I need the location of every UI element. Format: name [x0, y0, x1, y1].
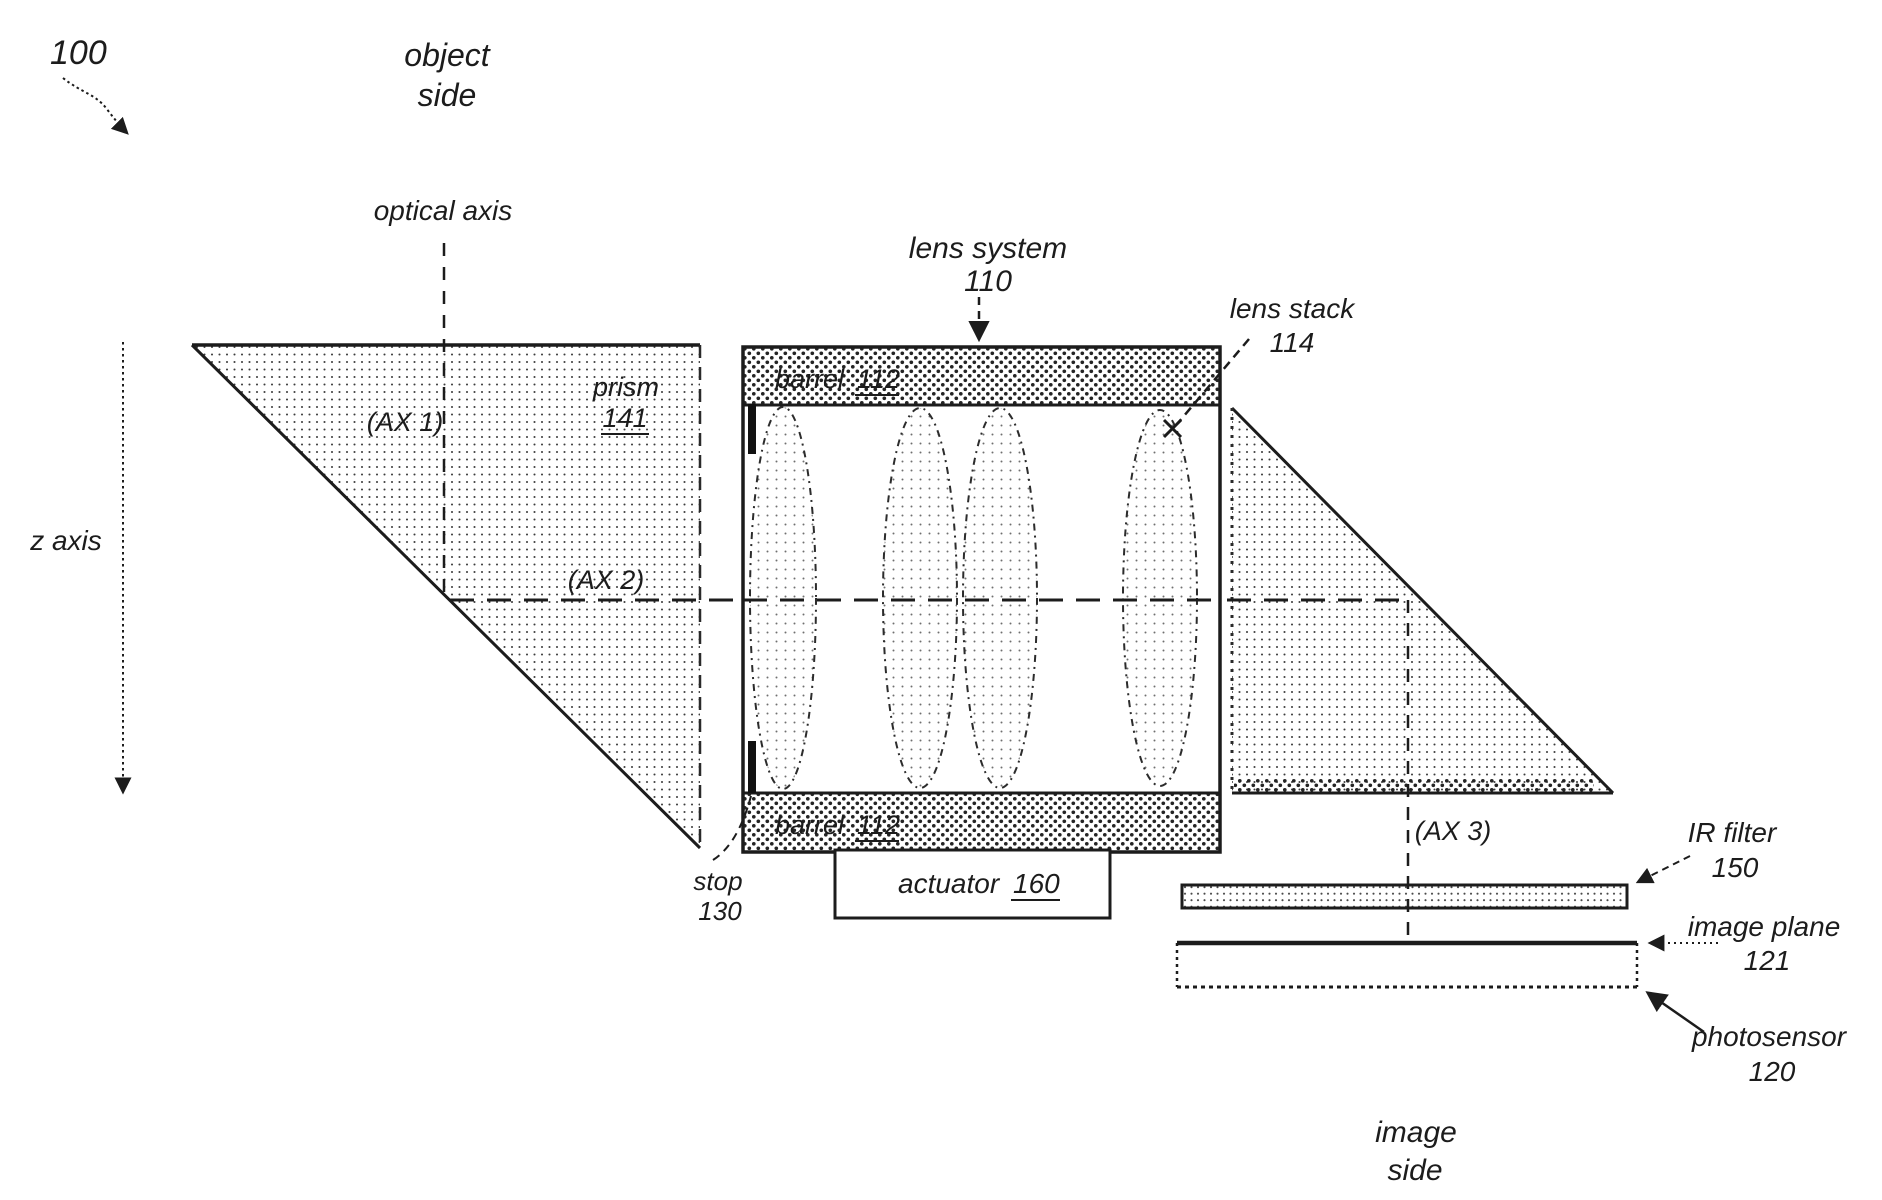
prism-141-shape	[190, 343, 702, 850]
image-side-label-line1: image	[1375, 1116, 1457, 1149]
stop-mark-bottom	[748, 741, 756, 793]
barrel-top-ref-label: 112	[857, 364, 900, 394]
image-plane-ref-label: 121	[1744, 945, 1791, 976]
prism-ref-label: 141	[602, 403, 647, 433]
figure-ref-label: 100	[50, 34, 107, 72]
barrel-bottom-ref-label: 112	[857, 810, 900, 840]
ir-filter-ref-label: 150	[1712, 852, 1759, 883]
object-side-label-line1: object	[404, 37, 491, 73]
lens-element-1	[749, 406, 817, 790]
stop-mark-top	[748, 404, 756, 454]
stop-ref-label: 130	[698, 896, 742, 926]
stop-name-label: stop	[693, 866, 742, 896]
barrel-top-band	[741, 345, 1222, 407]
photosensor-120-shape	[1175, 940, 1639, 989]
lens-system-ref-label: 110	[964, 265, 1012, 298]
figure-ref-leader-arrow	[62, 77, 129, 135]
ir-filter-150-bar	[1180, 883, 1629, 910]
lens-element-2	[882, 407, 958, 789]
lens-stack-leader	[1162, 338, 1250, 439]
actuator-160-box	[833, 848, 1112, 920]
ir-filter-name-label: IR filter	[1688, 817, 1778, 848]
prism-name-label: prism	[592, 372, 659, 402]
lens-stack-ref-label: 114	[1270, 327, 1315, 358]
lens-system-name-label: lens system	[909, 232, 1067, 265]
photosensor-leader-arrow	[1645, 991, 1705, 1034]
ax2-label: (AX 2)	[568, 565, 645, 595]
lens-element-4	[1122, 409, 1198, 787]
right-prism-shape	[1230, 406, 1615, 795]
right-prism-bottom-hatch	[1234, 779, 1594, 792]
ax1-label: (AX 1)	[367, 407, 444, 437]
prism-hypotenuse	[190, 343, 702, 850]
actuator-name-label: actuator	[898, 868, 1001, 899]
right-prism-hypotenuse	[1230, 406, 1615, 795]
photosensor-name-label: photosensor	[1691, 1021, 1848, 1052]
barrel-bottom-name-label: barrel	[775, 810, 845, 840]
lens-stack-114-shape	[749, 406, 1198, 790]
ir-filter-leader-arrow	[1635, 855, 1691, 884]
object-side-label-line2: side	[418, 77, 477, 113]
image-plane-name-label: image plane	[1688, 911, 1841, 942]
ax3-label: (AX 3)	[1415, 816, 1492, 846]
lens-stack-name-label: lens stack	[1230, 293, 1356, 324]
stop-leader-curve	[712, 795, 752, 861]
lens-element-3	[962, 407, 1038, 789]
actuator-ref-label: 160	[1013, 868, 1060, 899]
lens-stack-x-mark-2	[1162, 418, 1183, 439]
photosensor-ref-label: 120	[1749, 1056, 1796, 1087]
optical-axis-label: optical axis	[374, 195, 513, 226]
barrel-top-name-label: barrel	[775, 364, 845, 394]
z-axis-label: z axis	[29, 525, 102, 556]
image-side-label-line2: side	[1387, 1154, 1442, 1187]
